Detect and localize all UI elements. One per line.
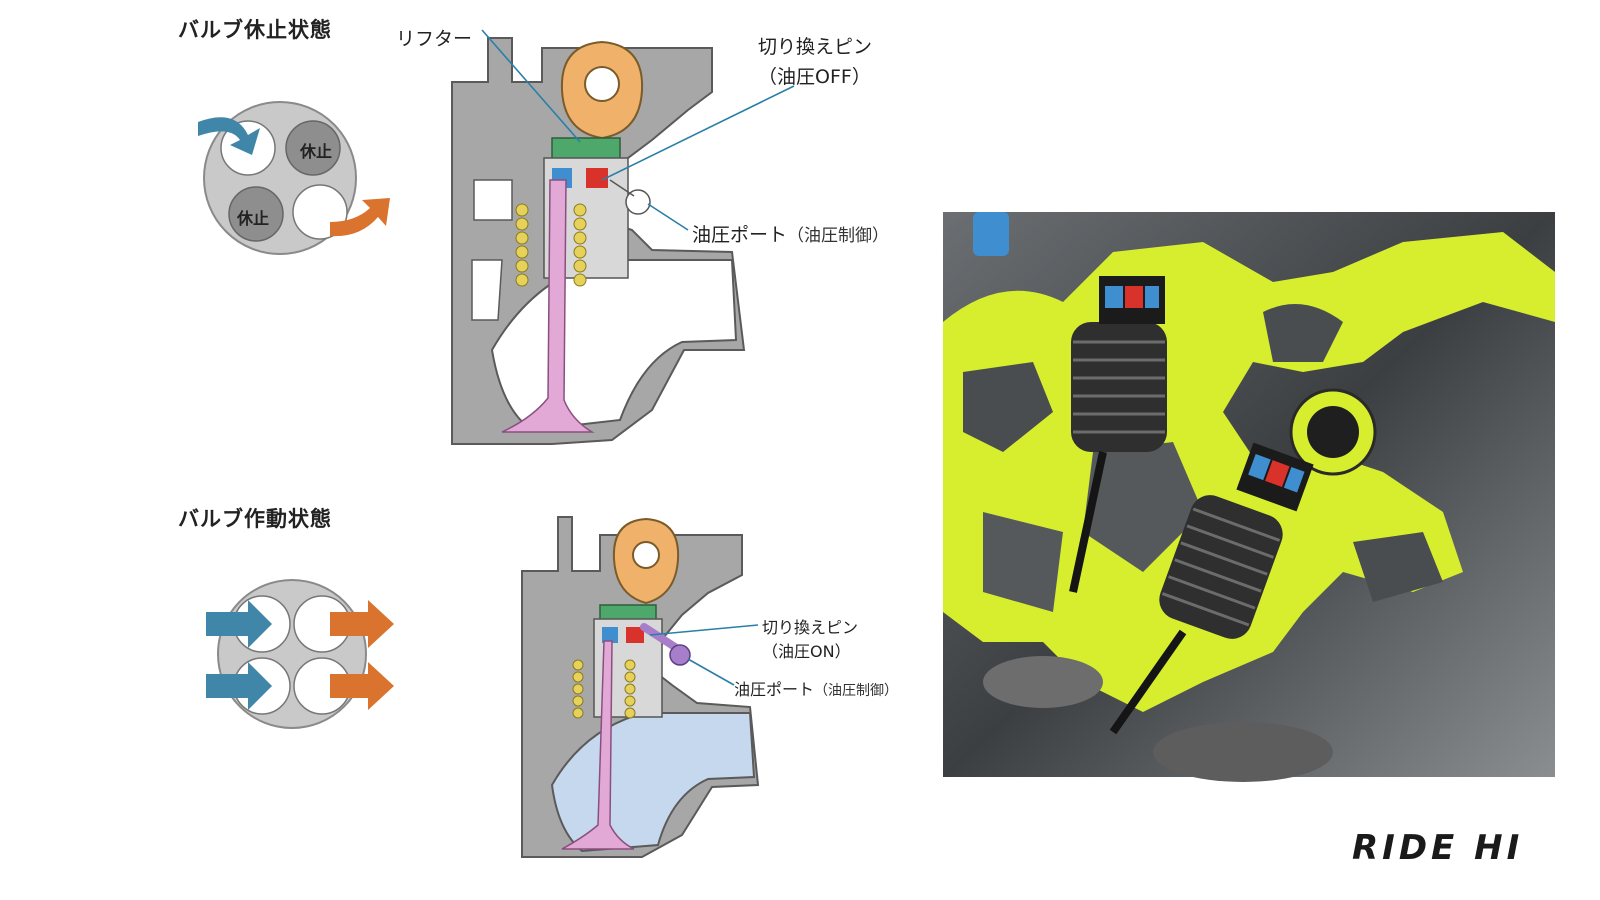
operating-oil-port-main: 油圧ポート: [734, 680, 815, 699]
operating-oil-port-label: 油圧ポート（油圧制御）: [734, 676, 898, 700]
intake-arrow-icon: [206, 600, 272, 710]
valve-spring-icon: [572, 659, 636, 719]
rest-pin-state: （油圧OFF）: [758, 66, 871, 88]
operating-pin-state: （油圧ON）: [762, 642, 851, 661]
operating-oil-port-sub: （油圧制御）: [814, 683, 899, 699]
operating-pin-label: 切り換えピン: [762, 618, 859, 637]
exhaust-arrow-icon: [330, 600, 394, 710]
oil-port: [625, 189, 651, 215]
lifter-label: リフター: [396, 28, 473, 50]
rest-cylinder-head-diagram: [451, 29, 795, 445]
exhaust-arrow-icon: [330, 198, 390, 237]
rest-port-diagram: [198, 101, 390, 255]
port-rest-1: [285, 120, 341, 176]
cam-lobe-icon: [560, 40, 644, 140]
rest-pin-label: 切り換えピン: [758, 36, 873, 58]
cutaway-engine-photo: [943, 212, 1555, 782]
valve-stem: [501, 179, 595, 433]
rest-oil-port-label: 油圧ポート（油圧制御）: [692, 220, 889, 247]
rest-oil-port-sub: （油圧制御）: [787, 226, 890, 246]
operating-port-diagram: [206, 579, 394, 729]
ride-hi-watermark: RIDE HI: [1352, 828, 1524, 868]
rest-oil-port-main: 油圧ポート: [692, 224, 788, 246]
spring-photo-right: [1109, 442, 1314, 735]
operating-cylinder-head-diagram: [521, 516, 760, 858]
intake-arrow-icon: [198, 117, 260, 155]
port-badge-2: 休止: [237, 209, 270, 228]
operating-state-heading: バルブ作動状態: [178, 507, 332, 531]
cam-lobe-icon: [612, 517, 680, 605]
spring-photo-left: [1069, 276, 1167, 593]
port-badge-1: 休止: [300, 142, 333, 161]
valve-spring-icon: [515, 203, 587, 287]
pin-red: [586, 168, 608, 188]
port-rest-2: [228, 186, 284, 242]
rest-state-heading: バルブ休止状態: [178, 18, 332, 42]
